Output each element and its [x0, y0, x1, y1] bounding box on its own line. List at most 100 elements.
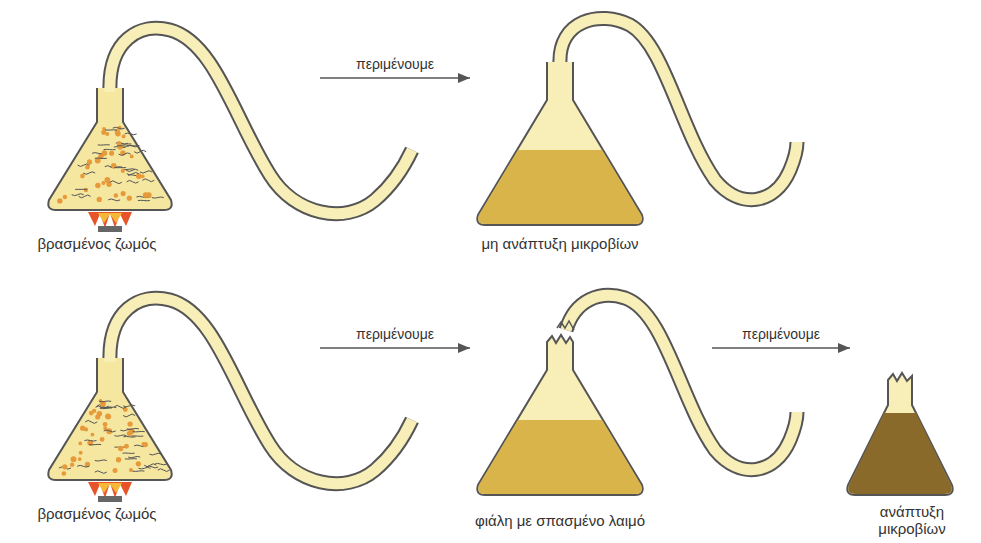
- wait-arrow: [320, 347, 470, 349]
- broth-squiggle: [114, 435, 126, 436]
- broth-dot: [116, 457, 121, 462]
- clear-broth: [478, 150, 642, 224]
- broth-dot: [79, 451, 83, 455]
- flask-body: [477, 335, 642, 495]
- broth-dot: [84, 188, 88, 192]
- broth-particles: [57, 126, 164, 204]
- broth-dot: [143, 442, 148, 447]
- flask-caption: μη ανάπτυξη μικροβίων: [481, 235, 638, 252]
- broth-squiggle: [95, 471, 107, 474]
- broth-squiggle: [78, 164, 90, 166]
- broken-tube-end: [557, 321, 574, 330]
- broth-squiggle: [133, 431, 145, 432]
- broth-squiggle: [104, 149, 116, 150]
- broth-squiggle: [149, 453, 161, 455]
- broth-dot: [105, 132, 109, 136]
- tube-inner: [110, 298, 412, 483]
- broth-dot: [118, 446, 123, 451]
- broth-dot: [122, 134, 126, 138]
- broth-squiggle: [75, 189, 87, 190]
- broth-dot: [100, 437, 105, 442]
- broth-squiggle: [138, 200, 150, 201]
- broth-squiggle: [72, 194, 84, 196]
- broth-squiggle: [128, 456, 140, 457]
- broth-dot: [80, 426, 85, 431]
- broth-dot: [103, 426, 107, 430]
- broth-squiggle: [140, 171, 152, 173]
- broth-squiggle: [104, 430, 116, 432]
- broth-dot: [63, 195, 67, 199]
- broth-squiggle: [131, 435, 143, 436]
- broth-squiggle: [77, 465, 89, 467]
- broth-dot: [103, 422, 108, 427]
- broth-dot: [87, 159, 92, 164]
- wait-arrow: [712, 347, 850, 349]
- broth-dot: [71, 456, 77, 462]
- arrow-label: περιμένουμε: [742, 326, 820, 342]
- broth-squiggle: [127, 428, 139, 430]
- broth-squiggle: [158, 469, 170, 472]
- broth-squiggle: [96, 406, 108, 409]
- broth-squiggle: [126, 169, 138, 171]
- broth-squiggle: [85, 420, 97, 423]
- flask-caption: φιάλη με σπασμένο λαιμό: [475, 512, 645, 529]
- broth-dot: [95, 415, 100, 420]
- broth-dot: [102, 150, 108, 156]
- broth-squiggle: [114, 167, 126, 168]
- broth-dot: [62, 471, 67, 476]
- broth-dot: [91, 433, 95, 437]
- broth-dot: [127, 196, 132, 201]
- broth-squiggle: [123, 436, 135, 438]
- wait-arrow: [320, 77, 470, 79]
- cloudy-broth: [848, 413, 952, 494]
- arrow-label: περιμένουμε: [356, 326, 434, 342]
- broth-dot: [89, 411, 94, 416]
- flask-caption-box: βρασμένος ζωμός: [20, 20, 320, 265]
- broth-squiggle: [83, 172, 95, 175]
- broth-dot: [101, 181, 105, 185]
- flask-caption: βρασμένος ζωμός: [37, 505, 156, 522]
- broth-squiggle: [123, 414, 135, 417]
- broken-neck-flask: [477, 295, 797, 495]
- broth-dot: [85, 165, 90, 170]
- broth-squiggle: [117, 145, 129, 146]
- broth-squiggle: [155, 463, 167, 464]
- broth-dot: [136, 173, 142, 179]
- flask-caption: ανάπτυξη μικροβίων: [857, 503, 967, 538]
- tube-inner: [560, 18, 797, 199]
- broth-dot: [70, 463, 74, 467]
- swan-neck-flask: [477, 18, 797, 225]
- burner: [98, 226, 122, 232]
- broth-squiggle: [95, 157, 107, 159]
- broth-squiggle: [79, 195, 91, 198]
- broth-squiggle: [113, 127, 125, 129]
- broth-dot: [130, 154, 134, 158]
- flame-core: [98, 483, 122, 493]
- broth-dot: [78, 457, 82, 461]
- flask-caption-box: μη ανάπτυξη μικροβίων: [470, 20, 800, 265]
- broth-dot: [124, 444, 129, 449]
- flame: [88, 212, 132, 228]
- broth-squiggle: [127, 172, 139, 174]
- broth-dot: [97, 197, 102, 202]
- broth-dot: [117, 141, 121, 145]
- flask-body: [48, 88, 171, 210]
- broth-squiggle: [132, 470, 144, 472]
- broth-squiggle: [127, 145, 139, 146]
- broth-squiggle: [95, 460, 107, 461]
- flask-body: [477, 62, 642, 225]
- broth-dot: [95, 183, 100, 188]
- broth-particles: [59, 399, 170, 476]
- broth-squiggle: [99, 400, 111, 402]
- broth-dot: [127, 421, 132, 426]
- broth-dot: [129, 468, 133, 472]
- broth-dot: [113, 468, 118, 473]
- arrow-label: περιμένουμε: [356, 56, 434, 72]
- broth-squiggle: [152, 197, 164, 198]
- broth-squiggle: [123, 405, 135, 407]
- broth-squiggle: [108, 199, 120, 201]
- flask-caption-box: φιάλη με σπασμένο λαιμό: [470, 290, 712, 535]
- broth-dot: [127, 431, 132, 436]
- broth-dot: [136, 461, 141, 466]
